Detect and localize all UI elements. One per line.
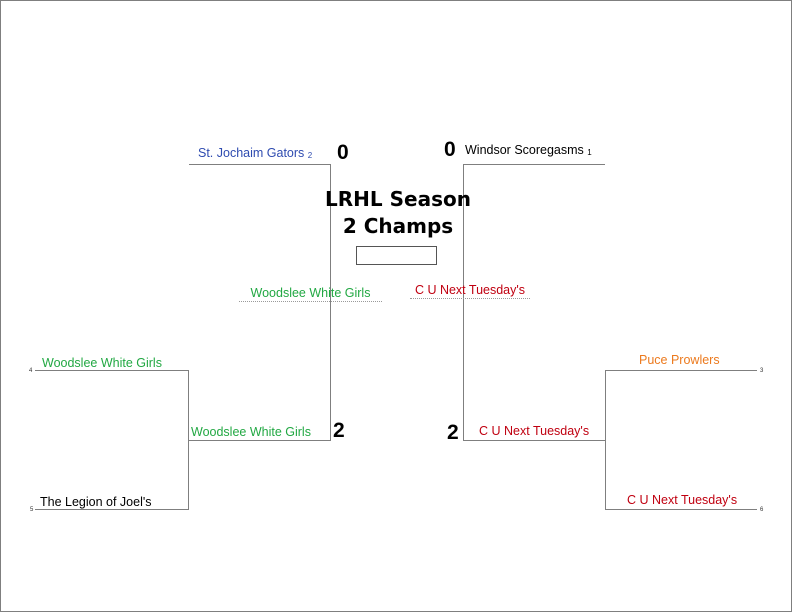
quarterfinal-right-team-1: Puce Prowlers bbox=[639, 353, 720, 367]
bracket-line bbox=[605, 370, 757, 371]
seed-number: 3 bbox=[760, 368, 764, 374]
semifinal-top-left-team: St. Jochaim Gators 2 bbox=[198, 145, 312, 164]
semifinal-top-right-score: 0 bbox=[444, 138, 456, 161]
seed-number: 1 bbox=[587, 148, 592, 157]
bracket-line bbox=[189, 164, 331, 165]
seed-number: 5 bbox=[30, 507, 34, 513]
seed-number: 6 bbox=[760, 507, 764, 513]
semifinal-top-left-score: 0 bbox=[337, 141, 349, 164]
bracket-line bbox=[463, 164, 605, 165]
seed-number: 4 bbox=[29, 368, 33, 374]
bracket-line bbox=[463, 440, 606, 441]
bracket-line bbox=[463, 164, 464, 441]
champion-box bbox=[356, 246, 437, 265]
semifinal-top-right-team: Windsor Scoregasms 1 bbox=[465, 142, 592, 161]
final-left-team: Woodslee White Girls bbox=[239, 285, 382, 302]
semifinal-bottom-left-team: Woodslee White Girls bbox=[191, 425, 311, 439]
bracket-line bbox=[330, 164, 331, 441]
team-name: Windsor Scoregasms bbox=[465, 143, 584, 157]
bracket-line bbox=[605, 509, 757, 510]
quarterfinal-left-team-1: Woodslee White Girls bbox=[42, 356, 162, 370]
bracket-line bbox=[35, 509, 189, 510]
semifinal-bottom-right-score: 2 bbox=[447, 421, 459, 444]
bracket-line bbox=[188, 440, 331, 441]
team-name: St. Jochaim Gators bbox=[198, 146, 305, 160]
seed-number: 2 bbox=[307, 151, 313, 160]
bracket-title: LRHL Season 2 Champs bbox=[325, 187, 471, 238]
quarterfinal-right-team-2: C U Next Tuesday's bbox=[627, 493, 738, 507]
semifinal-bottom-left-score: 2 bbox=[333, 419, 345, 442]
bracket-line bbox=[35, 370, 189, 371]
quarterfinal-left-team-2: The Legion of Joel's bbox=[40, 495, 152, 509]
final-right-team: C U Next Tuesday's bbox=[410, 282, 530, 299]
semifinal-bottom-right-team: C U Next Tuesday's bbox=[479, 424, 590, 438]
